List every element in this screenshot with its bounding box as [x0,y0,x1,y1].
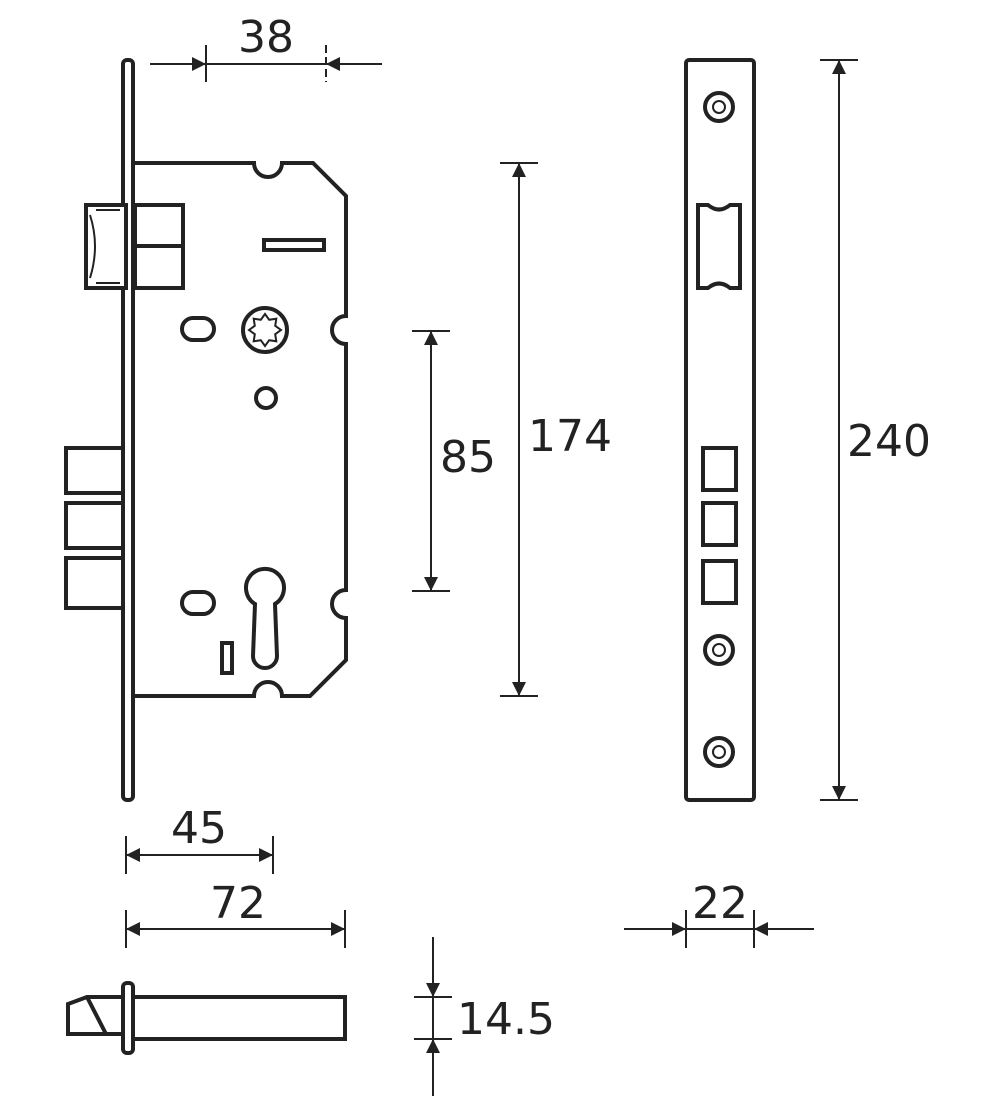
dimension-label-faceplate-width: 22 [692,878,748,929]
dimension-faceplate-width: 22 [624,878,814,948]
dimension-bolt-thickness: 14.5 [414,937,555,1096]
cylinder-keyhole [244,566,286,670]
middle-screw-icon [703,634,735,666]
dimension-case-depth: 45 [125,803,274,874]
upper-slot [262,238,326,252]
small-vertical-slot [220,641,234,675]
faceplate-outline [684,58,756,802]
upper-oval-hole [180,316,216,342]
dimension-center-distance: 85 [412,330,496,592]
deadbolt [64,446,125,610]
bottom-latch [66,995,123,1036]
latch-opening [696,203,742,290]
star-square-icon [247,312,283,348]
dimension-label-faceplate-height: 240 [847,416,931,467]
faceplate-front-view [684,58,756,802]
dimension-label-backset: 38 [238,12,294,63]
lock-bottom-view [66,981,347,1055]
bottom-screw-icon [703,736,735,768]
dimension-backset: 38 [150,12,382,82]
dimension-faceplate-height: 240 [820,59,931,801]
dimension-label-case-depth: 45 [171,803,227,854]
dimension-label-bolt-thickness: 14.5 [457,994,555,1045]
dimension-label-case-height: 174 [528,411,612,462]
spindle-hole [241,306,289,354]
small-screw-hole [254,386,278,410]
lock-body-side-view [64,58,348,802]
latch-bolt [84,203,185,290]
dimension-case-height: 174 [500,162,612,697]
bottom-case [131,995,347,1041]
dimension-label-overall-depth: 72 [210,878,266,929]
deadbolt-openings [701,446,738,605]
lock-case-outline [131,161,348,698]
lower-oval-hole [180,590,216,616]
dimension-overall-depth: 72 [125,878,346,948]
dimension-label-center-distance: 85 [440,432,496,483]
top-screw-icon [703,91,735,123]
